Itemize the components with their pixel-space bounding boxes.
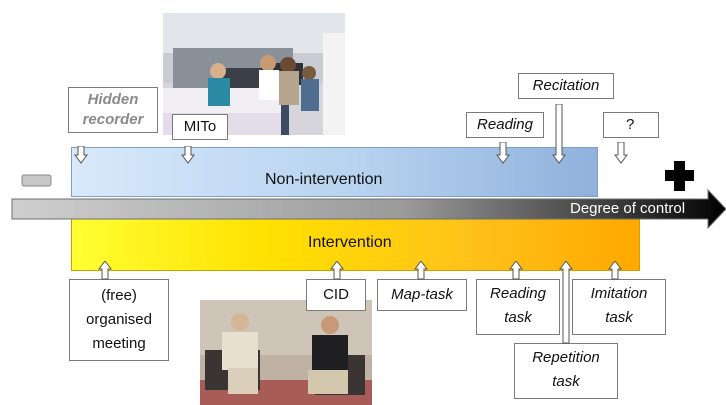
- non-intervention-band: Non-intervention: [71, 147, 598, 197]
- mito-arrow-down: [181, 146, 195, 164]
- cid-label: CID: [306, 279, 366, 311]
- axis-arrow-shape: [11, 188, 726, 230]
- imitation-task-arrow-up: [608, 261, 622, 280]
- recitation-arrow-down: [552, 104, 566, 164]
- unknown-method-label: ?: [603, 112, 659, 138]
- reading-task-arrow-up: [509, 261, 523, 280]
- reception-desk-photo: [163, 13, 345, 135]
- degree-of-control-label: Degree of control: [570, 200, 686, 217]
- free-organised-meeting-label: (free) organised meeting: [69, 279, 169, 361]
- recitation-label: Recitation: [518, 73, 614, 99]
- intervention-label: Intervention: [308, 234, 392, 251]
- reading-arrow-down: [496, 142, 510, 164]
- seated-conversation-photo: [200, 300, 372, 405]
- hidden-recorder-label: Hidden recorder: [68, 87, 158, 133]
- imitation-task-label: Imitation task: [572, 279, 666, 335]
- free-meeting-arrow-up: [98, 261, 112, 280]
- repetition-task-label: Repetition task: [514, 343, 618, 399]
- unknown-method-arrow-down: [614, 142, 628, 164]
- hidden-recorder-arrow-down: [74, 146, 88, 164]
- map-task-arrow-up: [414, 261, 428, 280]
- reading-task-label: Reading task: [476, 279, 560, 335]
- intervention-band: Intervention: [71, 217, 640, 271]
- repetition-task-arrow-up: [559, 261, 573, 344]
- mito-label: MITo: [172, 114, 228, 140]
- plus-icon: [665, 161, 694, 191]
- cid-arrow-up: [330, 261, 344, 280]
- non-intervention-label: Non-intervention: [265, 171, 383, 188]
- minus-icon: [21, 174, 52, 187]
- map-task-label: Map-task: [377, 279, 467, 311]
- reading-label: Reading: [466, 112, 544, 138]
